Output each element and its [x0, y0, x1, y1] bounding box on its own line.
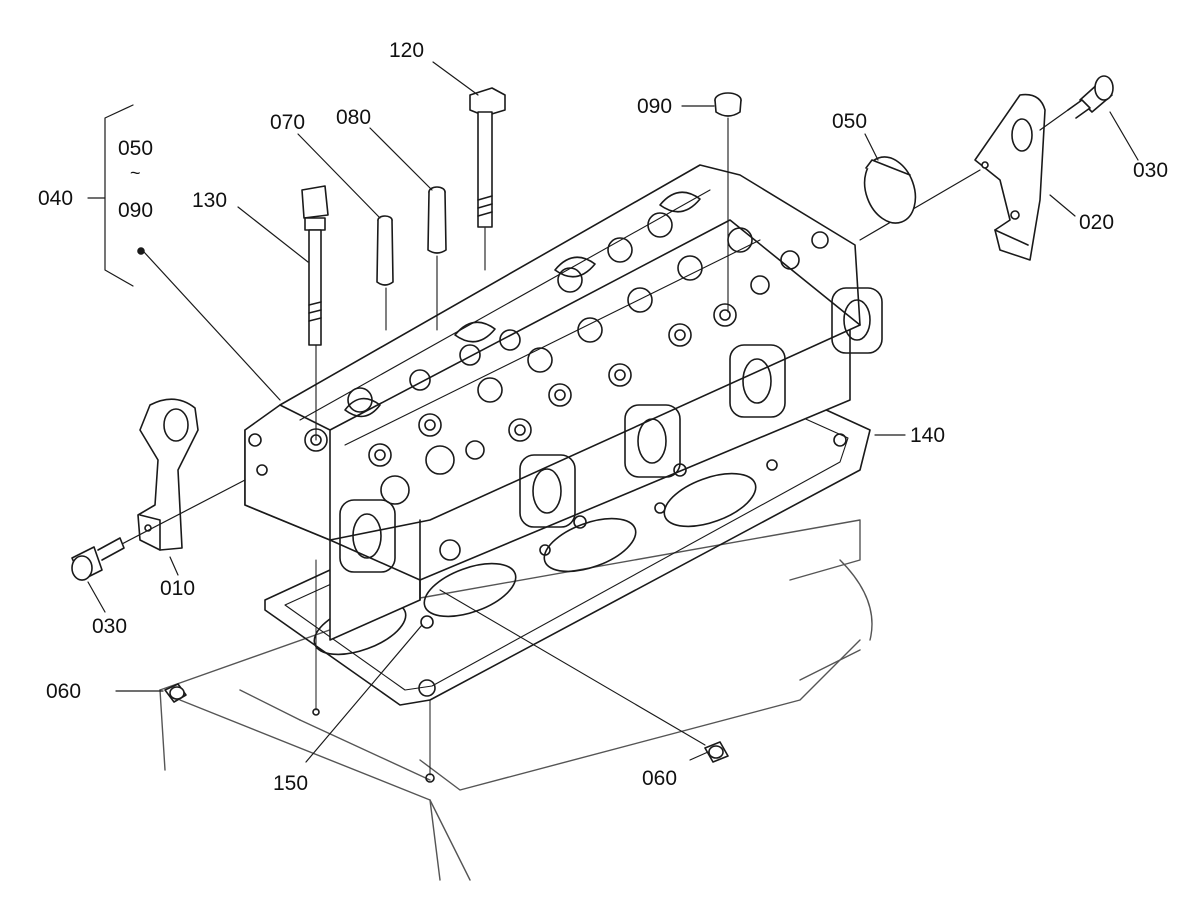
- callout-150: 150: [273, 772, 309, 795]
- range-separator: ~: [130, 163, 141, 183]
- stud-130: [301, 185, 329, 346]
- lifting-hook-left: [137, 398, 199, 551]
- cylinder-head: [244, 164, 883, 641]
- callout-050-range-start: 050: [118, 137, 154, 160]
- callout-060-left: 060: [46, 680, 82, 703]
- callout-060-right: 060: [642, 767, 678, 790]
- bolt-left: [71, 537, 125, 581]
- bolt-right: [1067, 75, 1114, 119]
- valve-guide-080: [427, 186, 447, 254]
- callout-050-right: 050: [832, 110, 868, 133]
- nut-060-left: [164, 683, 187, 703]
- head-bolt-120: [469, 87, 506, 228]
- callout-030-right: 030: [1133, 159, 1169, 182]
- valve-cap-top: [714, 92, 742, 117]
- callout-080: 080: [336, 106, 372, 129]
- callout-020: 020: [1079, 211, 1115, 234]
- callout-130: 130: [192, 189, 228, 212]
- callout-140: 140: [910, 424, 946, 447]
- nut-060-right: [704, 741, 729, 763]
- plug-cover: [863, 156, 917, 224]
- callout-120: 120: [389, 39, 425, 62]
- callout-070: 070: [270, 111, 306, 134]
- leader-lines: [87, 61, 1139, 763]
- valve-guide-070: [376, 215, 394, 286]
- callout-010: 010: [160, 577, 196, 600]
- callout-040: 040: [38, 187, 74, 210]
- callout-030-left: 030: [92, 615, 128, 638]
- callout-090-top: 090: [637, 95, 673, 118]
- callout-090-range-end: 090: [118, 199, 154, 222]
- lifting-hook-right: [974, 93, 1046, 261]
